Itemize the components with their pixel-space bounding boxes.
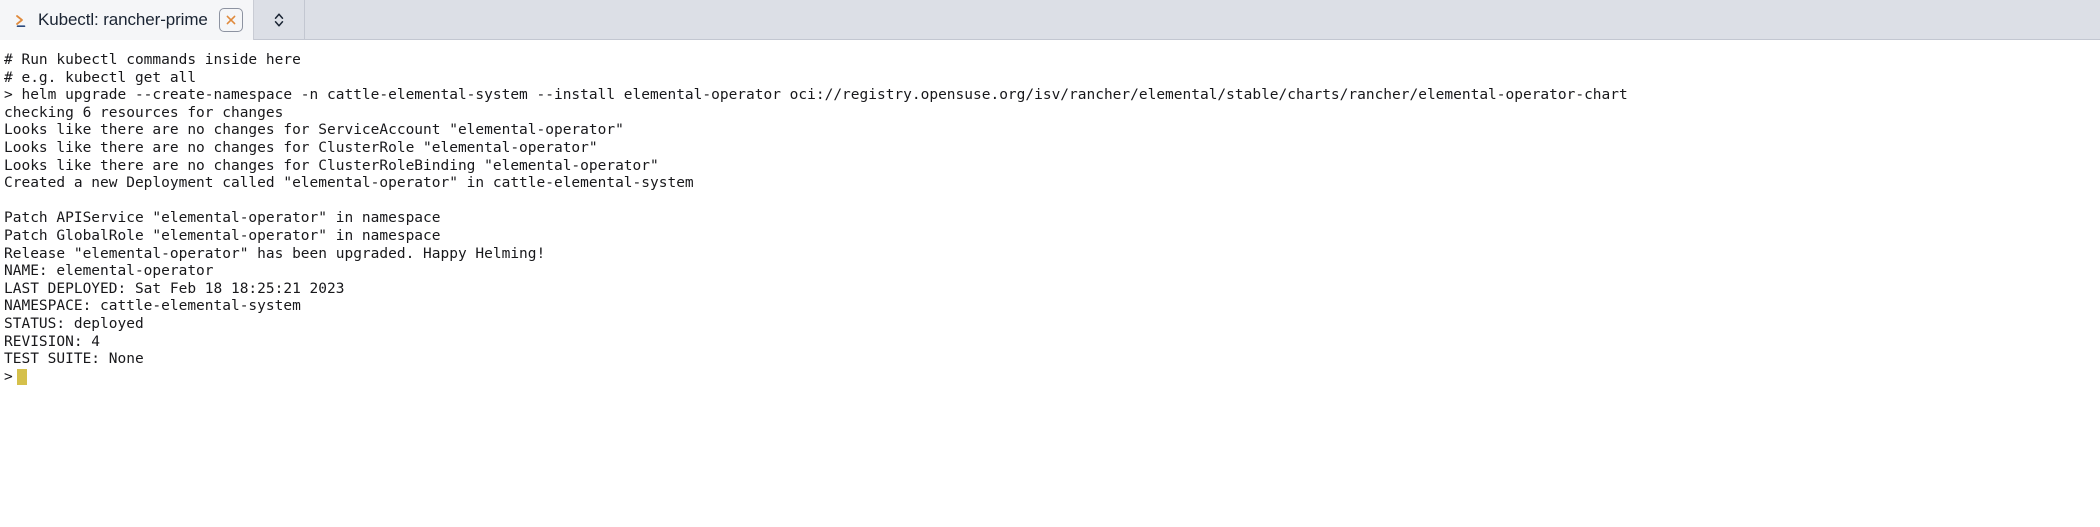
terminal-output-area[interactable]: # Run kubectl commands inside here # e.g… — [0, 40, 2100, 527]
terminal-line: # e.g. kubectl get all — [4, 69, 197, 86]
terminal-line: Looks like there are no changes for Serv… — [4, 122, 624, 139]
terminal-line: Release "elemental-operator" has been up… — [4, 245, 546, 262]
terminal-line: checking 6 resources for changes — [4, 104, 284, 121]
terminal-line: STATUS: deployed — [4, 315, 144, 332]
terminal-line: TEST SUITE: None — [4, 351, 144, 368]
terminal-cursor — [16, 369, 27, 386]
terminal-line-blank — [4, 193, 2100, 211]
terminal-line: Patch APIService "elemental-operator" in… — [4, 210, 441, 227]
terminal-line: Looks like there are no changes for Clus… — [4, 139, 598, 156]
terminal-tab-bar: Kubectl: rancher-prime — [0, 0, 2100, 40]
tab-kubectl-rancher-prime[interactable]: Kubectl: rancher-prime — [0, 0, 254, 40]
terminal-line: Patch GlobalRole "elemental-operator" in… — [4, 227, 441, 244]
terminal-line: NAME: elemental-operator — [4, 263, 214, 280]
terminal-line: > helm upgrade --create-namespace -n cat… — [4, 87, 1628, 104]
terminal-prompt-line[interactable]: > — [4, 369, 2100, 387]
terminal-line: REVISION: 4 — [4, 333, 101, 350]
terminal-line: # Run kubectl commands inside here — [4, 52, 301, 68]
tab-title: Kubectl: rancher-prime — [38, 10, 208, 29]
terminal-line: NAMESPACE: cattle-elemental-system — [4, 298, 301, 315]
chevron-up-down-icon — [272, 10, 286, 30]
terminal-line: Looks like there are no changes for Clus… — [4, 157, 659, 174]
tab-bar-empty-area — [304, 0, 2100, 40]
tab-switcher-button[interactable] — [253, 0, 305, 40]
prompt-symbol: > — [4, 368, 13, 385]
terminal-line: LAST DEPLOYED: Sat Feb 18 18:25:21 2023 — [4, 280, 345, 297]
terminal-prompt-icon — [14, 12, 31, 29]
terminal-line: Created a new Deployment called "element… — [4, 175, 694, 192]
close-icon[interactable] — [218, 8, 243, 32]
